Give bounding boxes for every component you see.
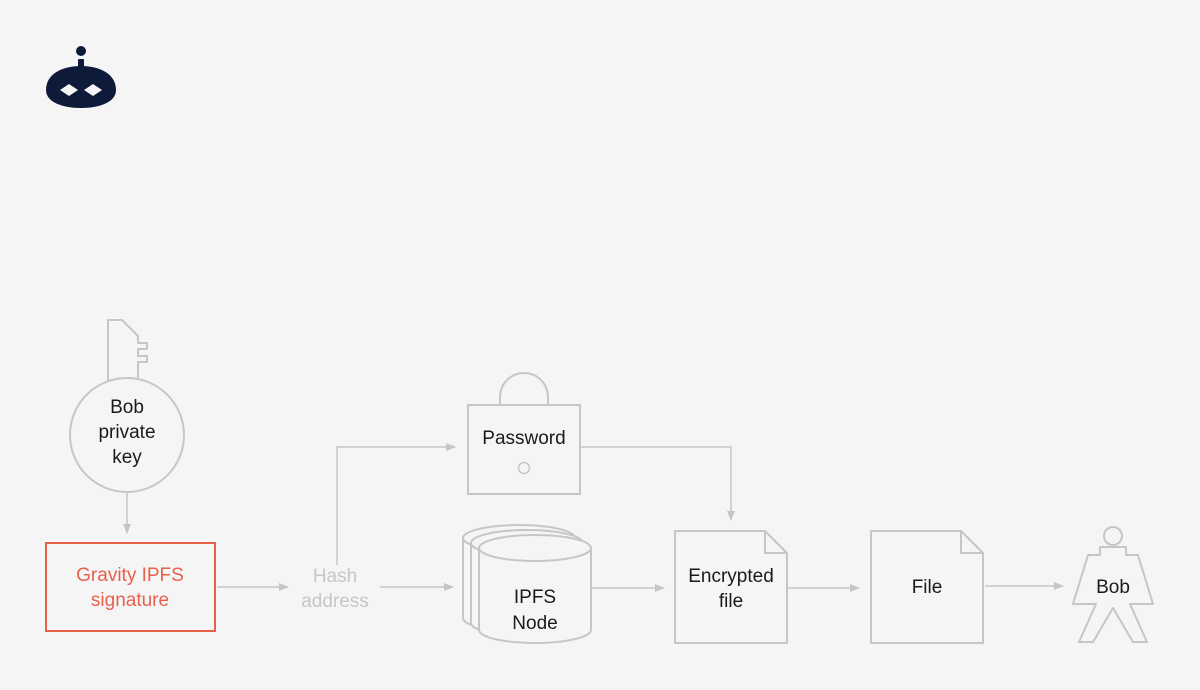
key-label-line1: Bob xyxy=(110,397,144,418)
person-head-icon xyxy=(1103,526,1123,546)
signature-label-line2: signature xyxy=(91,590,169,611)
encrypted-label-line1: Encrypted xyxy=(688,566,774,587)
key-icon xyxy=(107,319,148,384)
hash-label-line2: address xyxy=(301,591,369,612)
password-label: Password xyxy=(482,428,565,449)
person-icon xyxy=(1072,546,1154,643)
bob-private-key-node: Bob private key xyxy=(69,319,185,493)
file-label: File xyxy=(912,577,943,598)
ipfs-label-line1: IPFS xyxy=(514,587,556,608)
arrow-hash-to-password xyxy=(336,443,456,565)
gravity-logo-icon xyxy=(46,46,116,108)
key-label-line3: key xyxy=(112,447,142,468)
bob-person-node: Bob xyxy=(1072,526,1154,643)
ipfs-node: IPFS Node xyxy=(462,524,592,644)
hash-label-line1: Hash xyxy=(313,566,357,587)
arrow-password-to-encrypted xyxy=(580,446,735,521)
key-label-line2: private xyxy=(98,422,155,443)
bob-label: Bob xyxy=(1096,577,1130,598)
signature-label-line1: Gravity IPFS xyxy=(76,565,184,586)
gravity-ipfs-signature-node: Gravity IPFS signature xyxy=(45,542,216,632)
encrypted-file-node: Encrypted file xyxy=(674,530,788,644)
padlock-shackle-icon xyxy=(499,372,549,405)
keyhole-icon xyxy=(517,461,531,475)
file-node: File xyxy=(870,530,984,644)
password-node: Password xyxy=(467,372,581,495)
encrypted-label-line2: file xyxy=(719,591,743,612)
hash-address-node: Hash address xyxy=(301,566,369,612)
ipfs-label-line2: Node xyxy=(512,613,557,634)
